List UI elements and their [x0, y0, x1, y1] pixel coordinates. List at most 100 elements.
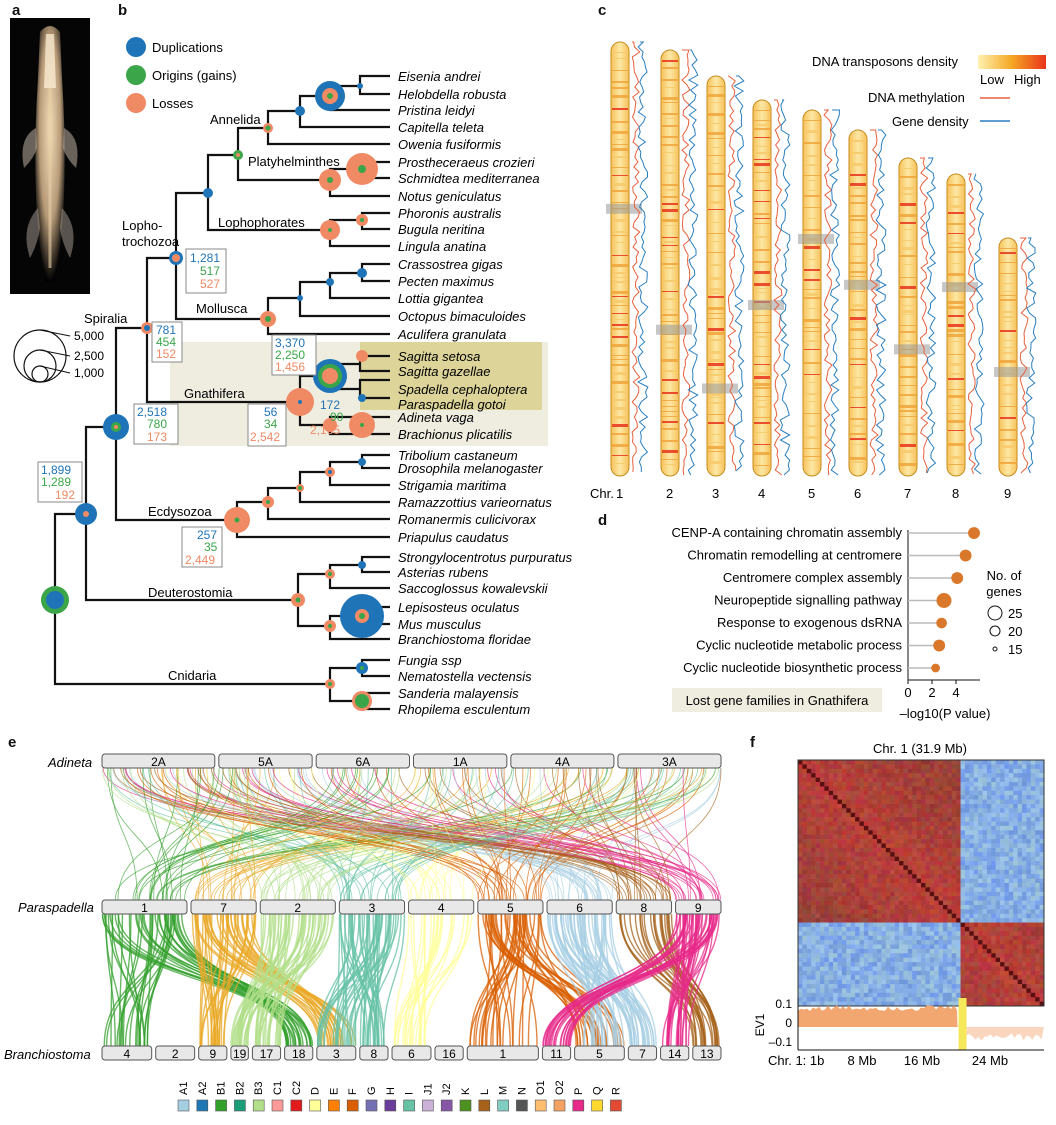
- synteny-ribbon: [473, 913, 509, 1047]
- lollipop-dot: [959, 549, 972, 562]
- synteny-ribbon: [177, 767, 212, 901]
- synteny-ribbon: [633, 767, 670, 901]
- size-legend-title-1: No. of: [987, 568, 1022, 583]
- chr-label-7: 7: [904, 486, 911, 501]
- species-label: Saccoglossus kowalevskii: [398, 581, 549, 596]
- enrichment-panel: CENP-A containing chromatin assemblyChro…: [672, 525, 1023, 721]
- species-label: Drosophila melanogaster: [398, 461, 543, 476]
- species-label: Crassostrea gigas: [398, 257, 503, 272]
- synteny-ribbon: [467, 767, 503, 901]
- ancestral-legend-swatch: [309, 1099, 321, 1112]
- species-label: Lottia gigantea: [398, 291, 483, 306]
- synteny-ribbon: [118, 913, 124, 1047]
- scale-5000: 5,000: [74, 329, 104, 343]
- synteny-ribbon: [668, 913, 718, 1047]
- count-dup-7: 257: [197, 528, 217, 542]
- synteny-ribbon: [200, 913, 256, 1047]
- duplications-legend-dot: [126, 37, 146, 57]
- synteny-ribbon: [150, 767, 224, 901]
- ev1-ylabel: EV1: [753, 1013, 767, 1036]
- chromosome-bar: [413, 753, 508, 769]
- synteny-ribbon: [539, 767, 559, 901]
- synteny-ribbon: [139, 913, 152, 1047]
- hic-xtick-3: 24 Mb: [972, 1053, 1008, 1068]
- category-label: Cyclic nucleotide metabolic process: [696, 638, 902, 653]
- synteny-ribbon: [317, 913, 399, 1047]
- synteny-ribbon: [290, 767, 445, 901]
- count-box-ecdysozoa: [181, 526, 223, 568]
- count-box-node3: [133, 403, 179, 445]
- synteny-ribbon: [231, 913, 290, 1047]
- synteny-ribbon: [553, 913, 604, 1047]
- count-dup-0: 1,281: [190, 251, 220, 265]
- synteny-ribbon: [360, 767, 707, 901]
- species-label: Nematostella vectensis: [398, 669, 532, 684]
- synteny-ribbon: [396, 913, 473, 1047]
- synteny-ribbon: [477, 913, 501, 1047]
- synteny-ribbon: [562, 913, 691, 1047]
- synteny-ribbon: [272, 767, 719, 901]
- synteny-ribbon: [551, 767, 665, 901]
- clade-gnathifera: Gnathifera: [184, 386, 245, 401]
- species-label: Branchiostoma floridae: [398, 632, 531, 647]
- synteny-ribbon: [153, 767, 179, 901]
- count-dup-2: 3,370: [275, 336, 305, 350]
- synteny-ribbon: [490, 913, 589, 1047]
- synteny-ribbon: [229, 767, 311, 901]
- count-box-root: [37, 461, 83, 503]
- species-label: Eisenia andrei: [398, 69, 481, 84]
- synteny-ribbon: [611, 767, 661, 901]
- synteny-ribbon: [429, 767, 549, 901]
- chromosome-bar: [218, 753, 313, 769]
- synteny-ribbon: [559, 913, 647, 1047]
- chromosome-bar: [510, 753, 615, 769]
- hic-heatmap: [797, 759, 1045, 1007]
- count-dup-6: 1,899: [41, 463, 71, 477]
- clade-annelida: Annelida: [210, 112, 261, 127]
- synteny-ribbon: [359, 913, 368, 1047]
- synteny-ribbon: [562, 767, 621, 901]
- chromosome-bar: [190, 899, 257, 915]
- ancestral-legend-label: G: [366, 1086, 378, 1095]
- synteny-ribbon: [176, 767, 242, 901]
- ancestral-legend-label: O2: [554, 1080, 566, 1095]
- species-label: Spadella cephaloptera: [398, 382, 527, 397]
- species-label: Helobdella robusta: [398, 87, 506, 102]
- synteny-ribbon: [532, 767, 689, 901]
- synteny-ribbon: [179, 767, 199, 901]
- synteny-ribbon: [263, 913, 287, 1047]
- ancestral-legend-label: A2: [197, 1082, 209, 1095]
- synteny-ribbon: [539, 767, 592, 901]
- synteny-ribbon: [169, 767, 581, 901]
- synteny-ribbon: [162, 767, 210, 901]
- species-label: Prostheceraeus crozieri: [398, 155, 536, 170]
- count-loss-1: 152: [156, 347, 176, 361]
- synteny-ribbon: [327, 767, 447, 901]
- synteny-ribbon: [477, 767, 653, 901]
- chromosome-bar-label: 13: [700, 1047, 714, 1061]
- synteny-ribbon: [260, 767, 673, 901]
- synteny-ribbon: [372, 913, 379, 1047]
- synteny-ribbon: [417, 913, 454, 1047]
- ancestral-legend-label: C1: [272, 1081, 284, 1095]
- chromosome-1: [606, 41, 649, 477]
- synteny-ribbon: [661, 913, 720, 1047]
- synteny-ribbon: [196, 913, 213, 1047]
- chr-label-4: 4: [758, 486, 765, 501]
- count-gain-5: 90: [330, 410, 344, 424]
- scale-1000: 1,000: [74, 366, 104, 380]
- synteny-ribbon: [149, 767, 215, 901]
- chromosome-bar: [359, 1045, 389, 1061]
- hic-xtick-0: Chr. 1: 1b: [768, 1053, 824, 1068]
- synteny-ribbon: [549, 913, 593, 1047]
- synteny-ribbon: [176, 767, 441, 901]
- ancestral-legend-swatch: [591, 1099, 603, 1112]
- lollipop-dot: [936, 593, 952, 608]
- species-label: Phoronis australis: [398, 206, 502, 221]
- synteny-ribbon: [202, 767, 517, 901]
- origins-legend-dot: [126, 65, 146, 85]
- synteny-ribbon: [147, 767, 353, 901]
- species-label: Strigamia maritima: [398, 478, 506, 493]
- synteny-ribbon: [107, 767, 325, 901]
- chromosome-bar: [434, 1045, 464, 1061]
